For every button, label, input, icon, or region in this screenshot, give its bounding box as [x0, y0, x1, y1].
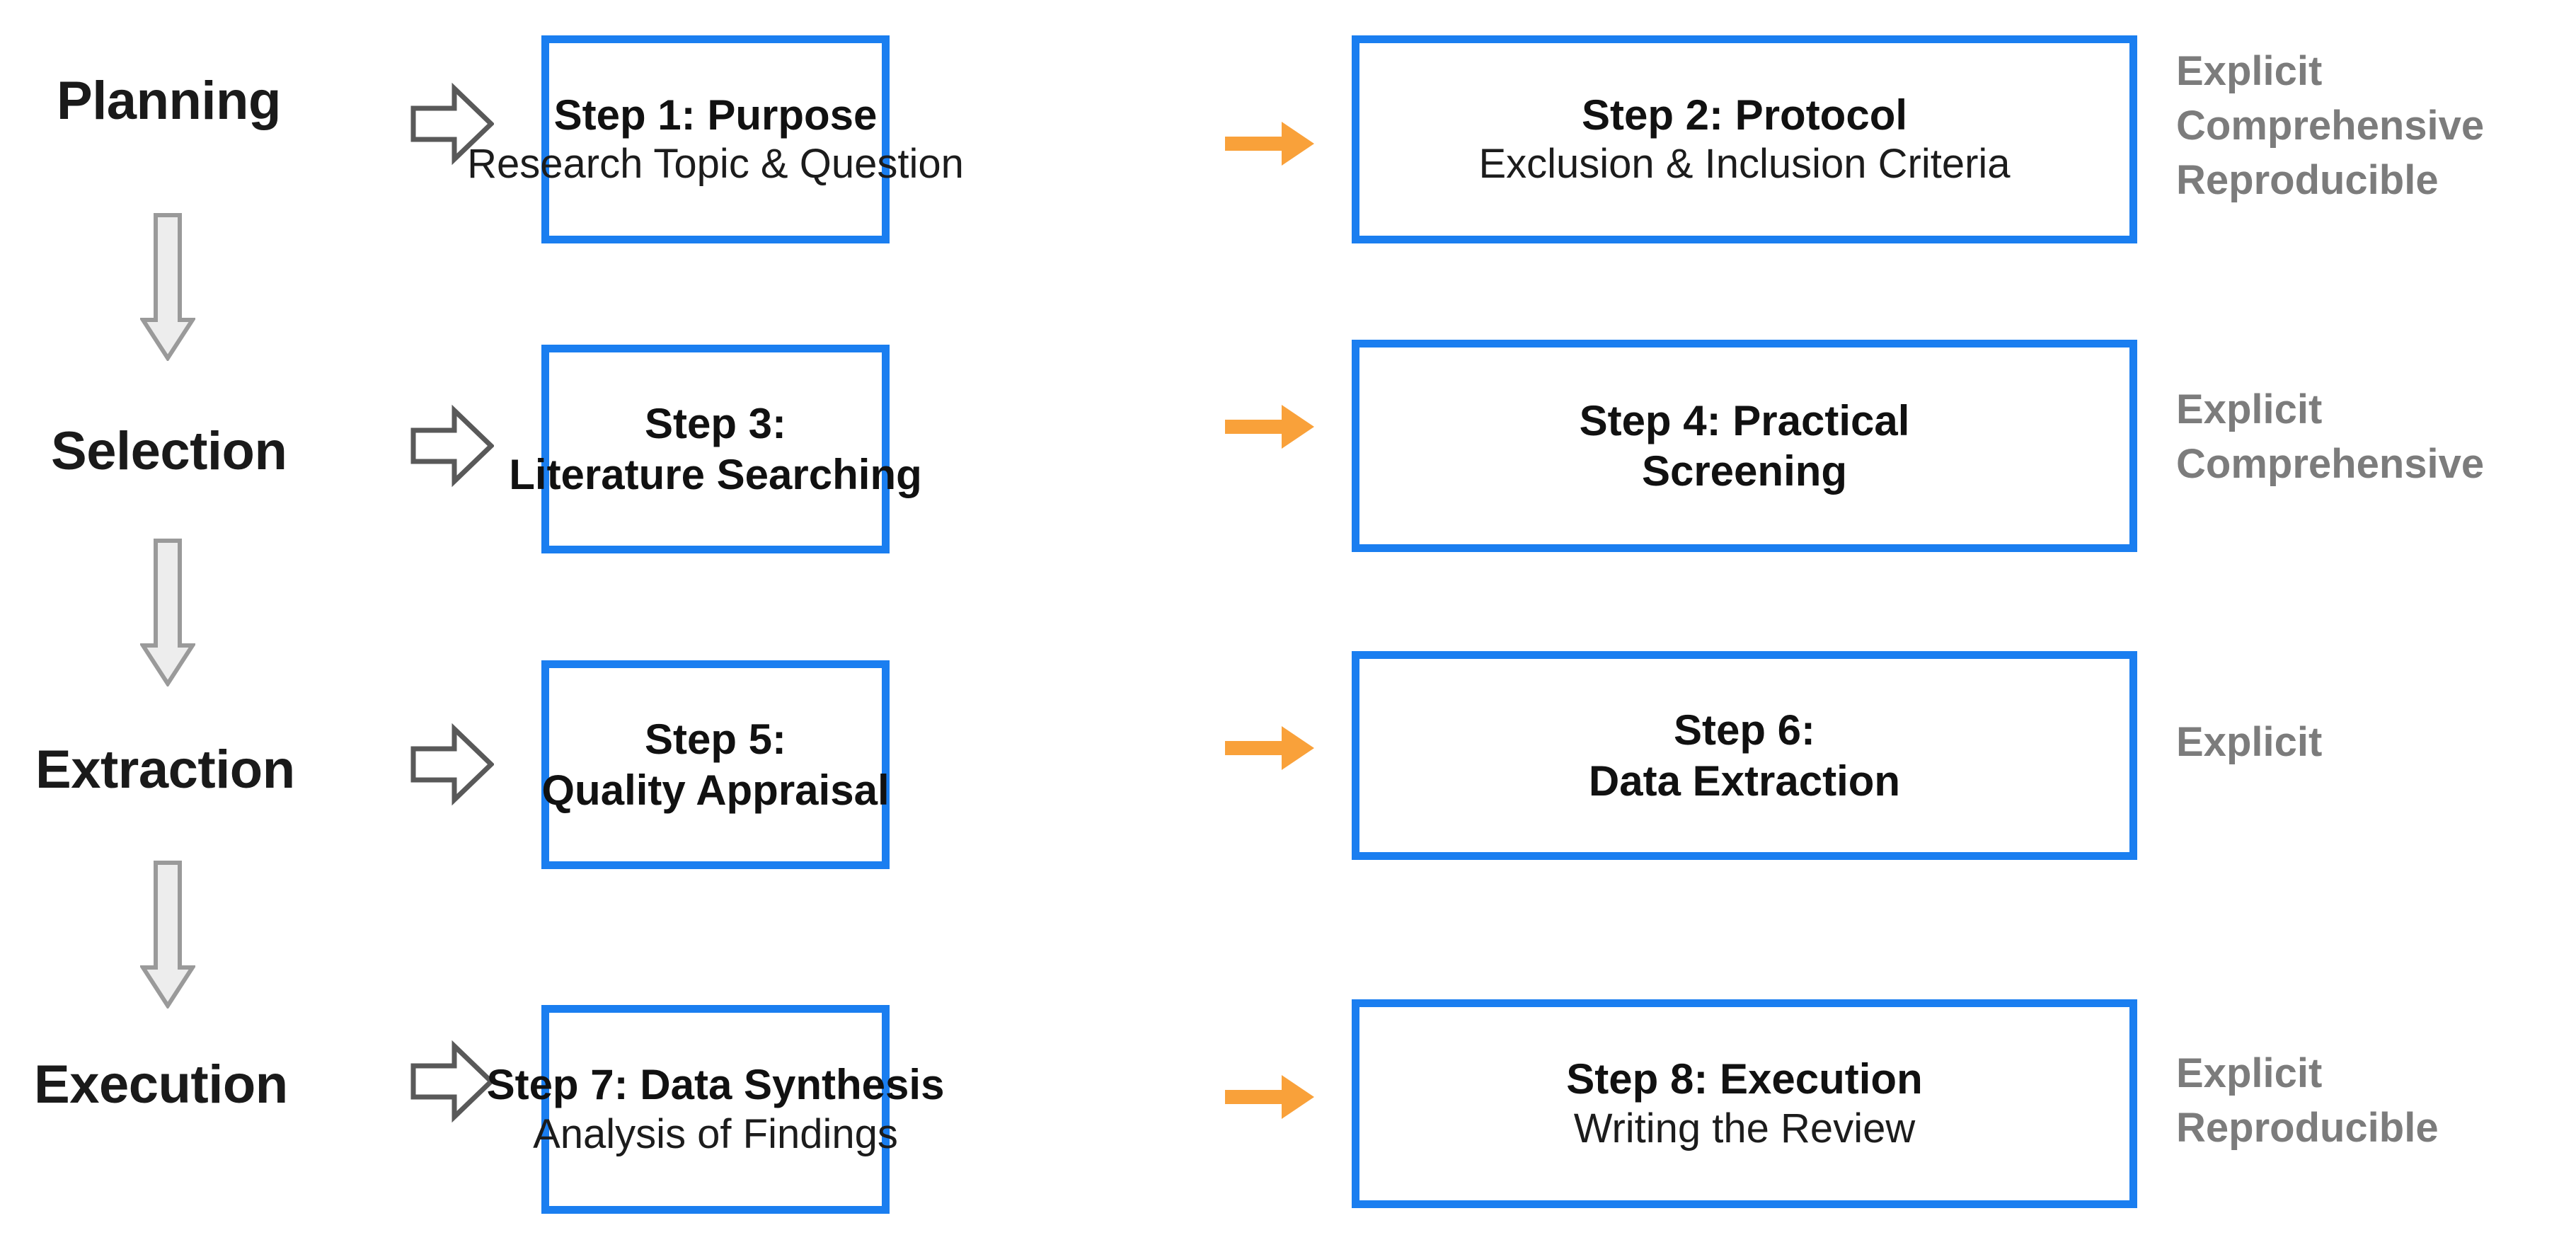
annotation-planning-line-2: Comprehensive	[2176, 103, 2485, 149]
annotation-selection-line-1: Explicit	[2176, 386, 2323, 432]
right-block-arrow-icon-4	[410, 1039, 494, 1124]
annotation-planning-line-3: Reproducible	[2176, 157, 2439, 204]
annotation-selection: Explicit Comprehensive	[2176, 382, 2484, 491]
step-box-6[interactable]: Step 6: Data Extraction	[1352, 651, 2137, 860]
step-6-subtitle: Data Extraction	[1588, 757, 1901, 805]
orange-right-arrow-icon-4	[1225, 1071, 1314, 1123]
down-arrow-icon-3	[140, 860, 195, 1009]
annotation-execution-line-1: Explicit	[2176, 1050, 2323, 1096]
phase-label-planning: Planning	[57, 71, 281, 131]
step-1-title: Step 1: Purpose	[553, 91, 878, 139]
step-4-subtitle: Screening	[1641, 447, 1848, 495]
orange-right-arrow-icon-3	[1225, 722, 1314, 774]
step-1-subtitle: Research Topic & Question	[467, 141, 964, 188]
phase-label-execution: Execution	[34, 1055, 288, 1115]
step-7-title: Step 7: Data Synthesis	[486, 1061, 945, 1109]
annotation-planning: Explicit Comprehensive Reproducible	[2176, 44, 2484, 207]
right-block-arrow-icon-2	[410, 403, 494, 488]
step-box-2[interactable]: Step 2: Protocol Exclusion & Inclusion C…	[1352, 35, 2137, 243]
orange-right-arrow-icon-1	[1225, 117, 1314, 170]
annotation-extraction: Explicit	[2176, 715, 2322, 769]
step-2-title: Step 2: Protocol	[1581, 91, 1908, 139]
down-arrow-icon-2	[140, 538, 195, 687]
annotation-planning-line-1: Explicit	[2176, 48, 2323, 94]
down-arrow-icon-1	[140, 212, 195, 361]
right-block-arrow-icon-3	[410, 722, 494, 807]
step-3-subtitle: Literature Searching	[509, 450, 922, 498]
annotation-execution: Explicit Reproducible	[2176, 1046, 2439, 1155]
phase-label-extraction: Extraction	[35, 740, 295, 800]
annotation-extraction-line-1: Explicit	[2176, 719, 2323, 765]
step-2-subtitle: Exclusion & Inclusion Criteria	[1478, 141, 2011, 188]
phase-label-selection: Selection	[51, 421, 287, 481]
step-5-title: Step 5:	[644, 716, 787, 764]
step-8-subtitle: Writing the Review	[1573, 1105, 1916, 1151]
step-4-title: Step 4: Practical	[1579, 396, 1910, 444]
step-box-8[interactable]: Step 8: Execution Writing the Review	[1352, 999, 2137, 1208]
step-8-title: Step 8: Execution	[1566, 1055, 1923, 1103]
step-box-1[interactable]: Step 1: Purpose Research Topic & Questio…	[467, 35, 964, 243]
step-box-4[interactable]: Step 4: Practical Screening	[1352, 340, 2137, 552]
annotation-execution-line-2: Reproducible	[2176, 1105, 2439, 1151]
step-box-3[interactable]: Step 3: Literature Searching	[509, 345, 922, 553]
step-box-7[interactable]: Step 7: Data Synthesis Analysis of Findi…	[487, 1005, 944, 1214]
orange-right-arrow-icon-2	[1225, 401, 1314, 453]
step-box-5[interactable]: Step 5: Quality Appraisal	[541, 660, 890, 869]
right-block-arrow-icon	[410, 81, 494, 166]
step-7-subtitle: Analysis of Findings	[533, 1110, 898, 1157]
annotation-selection-line-2: Comprehensive	[2176, 441, 2485, 488]
step-5-subtitle: Quality Appraisal	[541, 766, 890, 814]
step-3-title: Step 3:	[644, 400, 787, 448]
step-6-title: Step 6:	[1673, 706, 1816, 754]
